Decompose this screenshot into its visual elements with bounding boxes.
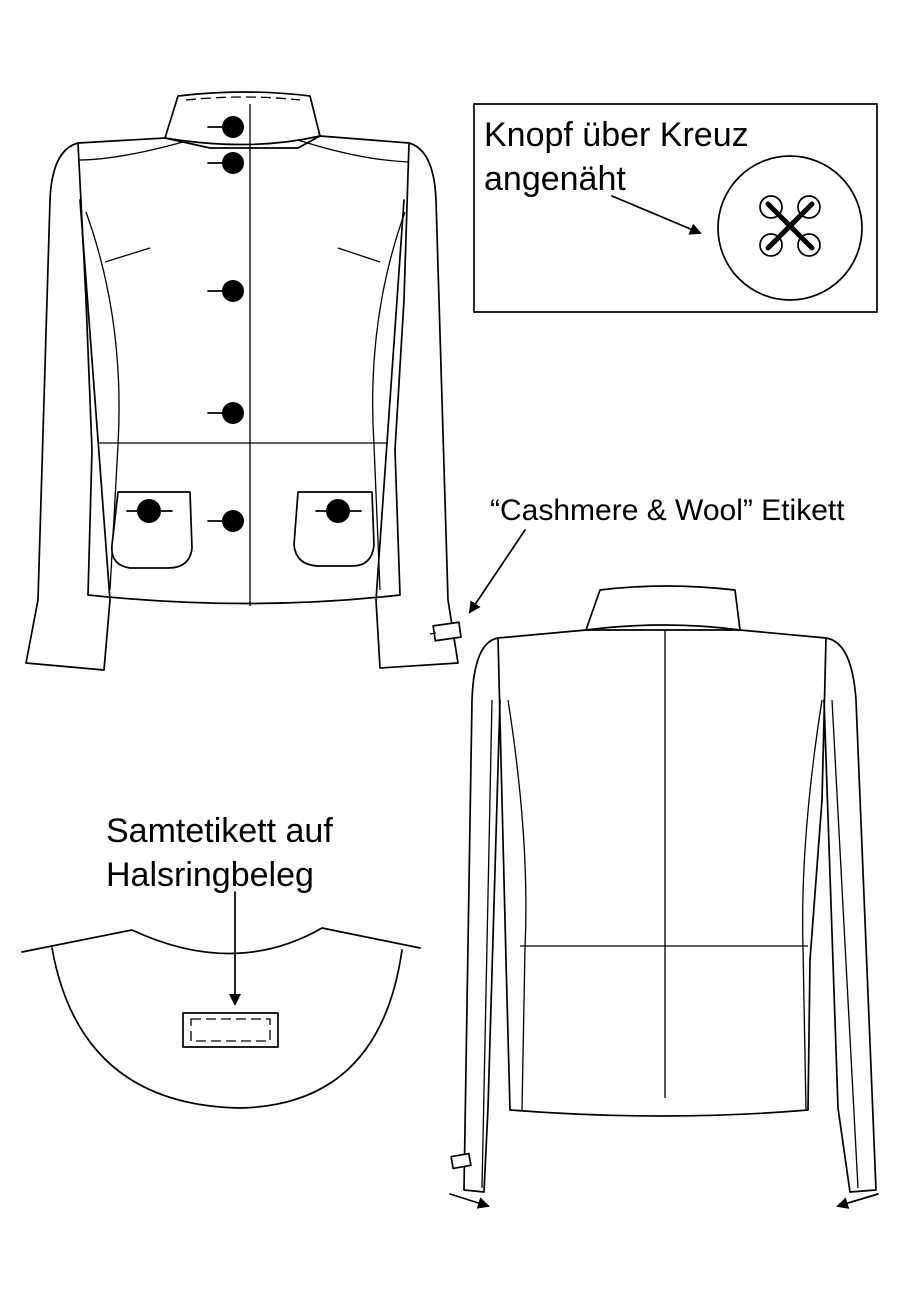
back-cuff-arrow-left (449, 1193, 490, 1209)
neck-facing-detail: Samtetikett auf Halsringbeleg (21, 812, 421, 1109)
back-sleeve-seam-right (831, 699, 859, 1189)
back-cuff-label-tag (450, 1152, 472, 1170)
jacket-front-view (25, 91, 462, 671)
front-stand-collar (164, 91, 321, 146)
pocket-button (315, 499, 362, 523)
neck-facing-curve (51, 947, 403, 1109)
back-side-seam-left (507, 699, 527, 1111)
front-dart-right (337, 247, 381, 263)
pocket-button (126, 499, 173, 523)
callout-text-line1: Knopf über Kreuz (484, 116, 749, 154)
cuff-label-tag (432, 621, 462, 642)
callout-frame (473, 103, 878, 313)
callout-arrow (611, 195, 702, 235)
button (207, 510, 244, 532)
velvet-label-stitch (190, 1018, 271, 1042)
back-stand-collar (585, 585, 741, 631)
button (207, 280, 244, 302)
back-left-sleeve (463, 637, 501, 1193)
four-hole-button-cross-stitch-icon (717, 155, 863, 301)
front-left-sleeve (25, 142, 111, 671)
button (207, 402, 244, 424)
jacket-back-view (449, 585, 879, 1209)
cashmere-label-arrow (468, 529, 526, 614)
cashmere-label-text: “Cashmere & Wool” Etikett (490, 494, 845, 527)
button (207, 116, 244, 138)
back-side-seam-right (801, 699, 823, 1111)
front-princess-seam-right (372, 211, 406, 591)
neck-facing-top-edge (21, 927, 421, 955)
button-detail-callout: Knopf über Kreuz angenäht (473, 103, 878, 313)
button (207, 152, 244, 174)
front-body-outline (77, 135, 410, 605)
front-yoke-seam (77, 139, 410, 163)
callout-text-line2: angenäht (484, 160, 626, 198)
front-buttons (126, 116, 362, 532)
back-sleeve-seam-left (481, 699, 493, 1189)
velvet-label-text-line2: Halsringbeleg (106, 856, 314, 894)
back-cuff-arrow-right (836, 1193, 879, 1209)
front-princess-seam-left (85, 211, 120, 591)
front-right-sleeve (375, 142, 459, 669)
cashmere-label-note: “Cashmere & Wool” Etikett (468, 494, 845, 614)
velvet-label-rect (182, 1012, 279, 1048)
back-body-outline (497, 629, 827, 1117)
velvet-label-text-line1: Samtetikett auf (106, 812, 333, 850)
back-right-sleeve (823, 637, 877, 1193)
front-dart-left (104, 247, 151, 263)
